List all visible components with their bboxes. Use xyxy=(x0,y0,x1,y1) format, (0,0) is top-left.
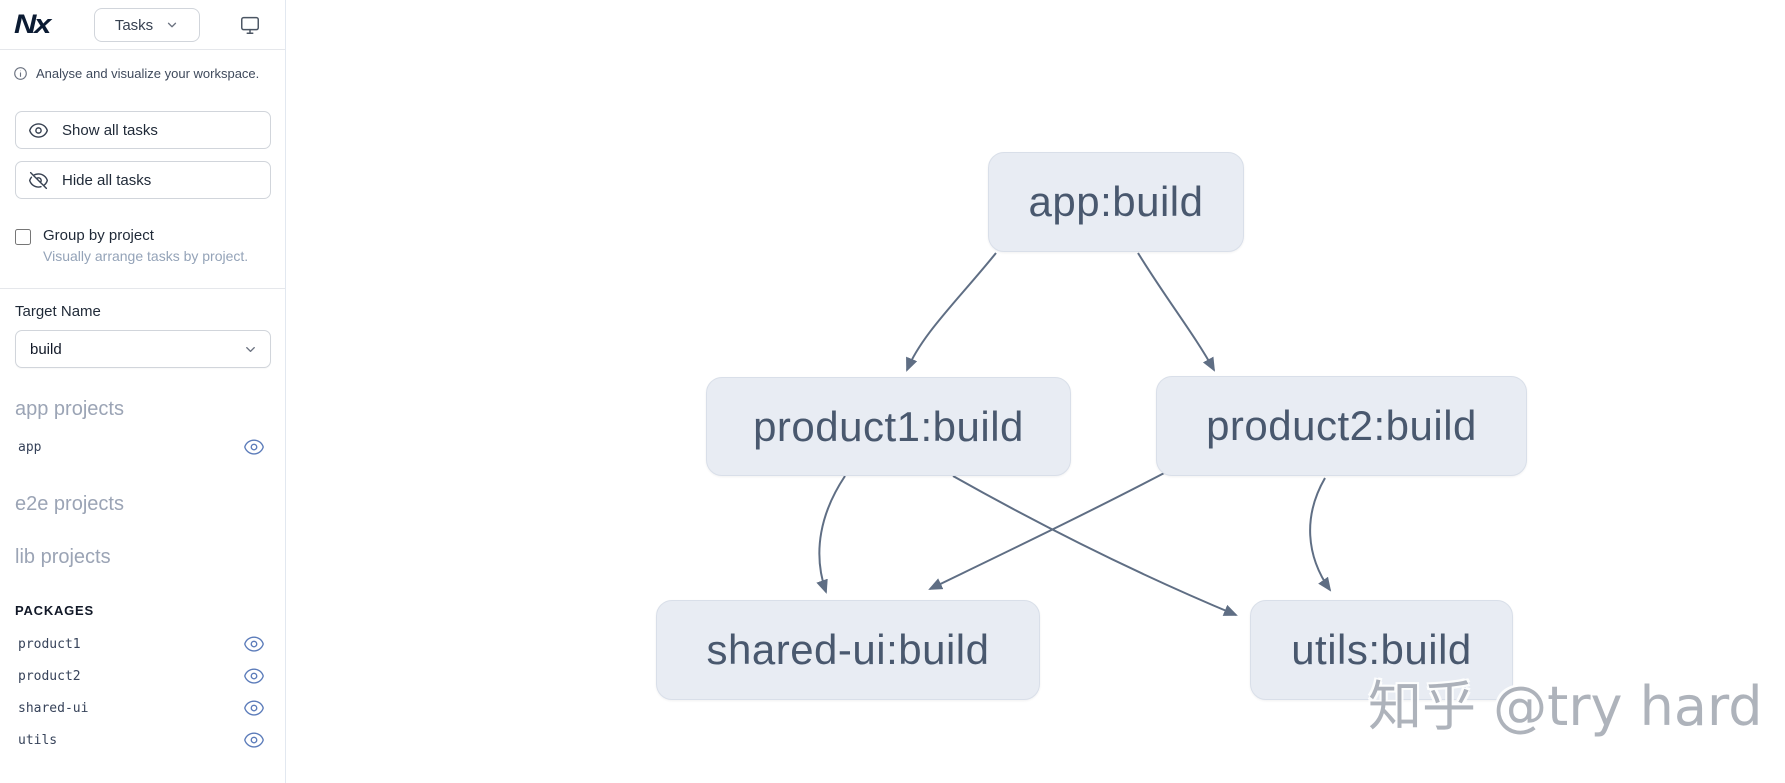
task-node-utils-build[interactable]: utils:build xyxy=(1250,600,1513,700)
section-heading-e2e-projects: e2e projects xyxy=(15,493,124,515)
edge-app:build-to-product1:build xyxy=(906,252,997,372)
graph-mode-label: Tasks xyxy=(114,16,154,34)
package-row-product2: product2 xyxy=(0,660,285,692)
graph-mode-dropdown[interactable]: Tasks xyxy=(94,8,200,42)
target-name-value: build xyxy=(30,340,62,358)
toggle-visibility-eye-icon[interactable] xyxy=(243,664,267,688)
eye-icon xyxy=(29,122,48,138)
project-name: app xyxy=(18,439,42,455)
group-by-project-row: Group by project Visually arrange tasks … xyxy=(15,227,270,264)
show-all-tasks-button[interactable]: Show all tasks xyxy=(15,111,271,149)
workspace-description: Analyse and visualize your workspace. xyxy=(36,66,260,81)
target-name-label: Target Name xyxy=(15,303,101,320)
package-row-shared-ui: shared-ui xyxy=(0,692,285,724)
task-node-product1-build[interactable]: product1:build xyxy=(706,377,1071,476)
group-by-project-checkbox[interactable] xyxy=(15,229,31,245)
edge-product2:build-to-utils:build xyxy=(1309,477,1332,592)
chevron-down-icon xyxy=(168,22,177,28)
workspace-description-row: Analyse and visualize your workspace. xyxy=(0,50,285,81)
hide-all-tasks-label: Hide all tasks xyxy=(62,171,152,189)
packages-list: product1 product2 shared-ui utils xyxy=(0,628,285,756)
package-row-utils: utils xyxy=(0,724,285,756)
edge-product1:build-to-shared-ui:build xyxy=(816,475,846,594)
divider xyxy=(0,288,285,289)
eye-slash-icon xyxy=(28,171,49,189)
task-node-app-build[interactable]: app:build xyxy=(988,152,1244,252)
target-name-select[interactable]: build xyxy=(15,330,271,368)
section-heading-lib-projects: lib projects xyxy=(15,546,111,568)
task-node-shared-ui-build[interactable]: shared-ui:build xyxy=(656,600,1040,700)
hide-all-tasks-button[interactable]: Hide all tasks xyxy=(15,161,271,199)
toggle-visibility-eye-icon[interactable] xyxy=(243,696,267,720)
edge-product1:build-to-utils:build xyxy=(952,475,1238,616)
toggle-visibility-eye-icon[interactable] xyxy=(243,632,267,656)
info-icon xyxy=(14,67,27,80)
group-by-project-subtitle: Visually arrange tasks by project. xyxy=(43,248,249,264)
package-name: utils xyxy=(18,732,58,748)
task-node-product2-build[interactable]: product2:build xyxy=(1156,376,1527,476)
project-row-app: app xyxy=(0,431,285,463)
sidebar-topbar: Nx Tasks xyxy=(0,0,285,50)
group-by-project-label: Group by project xyxy=(43,227,154,244)
toggle-visibility-eye-icon[interactable] xyxy=(243,728,267,752)
show-all-tasks-label: Show all tasks xyxy=(62,121,158,139)
package-name: product1 xyxy=(18,636,81,652)
chevron-down-icon xyxy=(246,346,255,352)
package-name: shared-ui xyxy=(18,700,89,716)
edge-app:build-to-product2:build xyxy=(1137,252,1215,372)
nx-logo: Nx xyxy=(14,9,51,39)
edge-product2:build-to-shared-ui:build xyxy=(928,469,1171,590)
package-name: product2 xyxy=(18,668,81,684)
section-heading-app-projects: app projects xyxy=(15,398,124,420)
toggle-visibility-eye-icon[interactable] xyxy=(243,435,267,459)
package-row-product1: product1 xyxy=(0,628,285,660)
monitor-icon[interactable] xyxy=(239,13,263,37)
packages-heading: PACKAGES xyxy=(15,603,94,618)
sidebar: Nx Tasks Analyse and visualize your work… xyxy=(0,0,286,783)
